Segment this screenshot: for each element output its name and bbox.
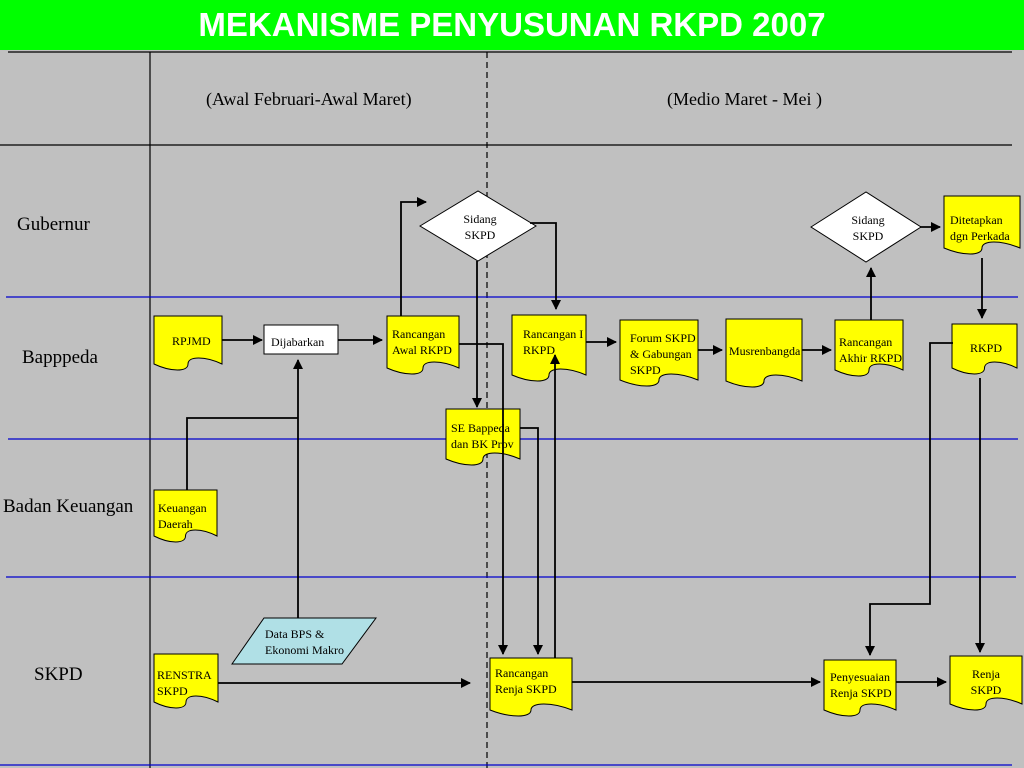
rancangan-awal-rkpd-document-label: Awal RKPD (392, 343, 452, 357)
sidang-skpd-decision-1-label: Sidang (463, 212, 497, 226)
forum-skpd-document-label: SKPD (630, 363, 661, 377)
lane-label-skpd: SKPD (34, 664, 83, 685)
rancangan-i-rkpd-document-label: RKPD (523, 343, 556, 357)
penyesuaian-renja-document-label: Renja SKPD (830, 686, 892, 700)
renja-skpd-document-label: SKPD (970, 683, 1002, 697)
se-bappeda-document-label: SE Bappeda (451, 421, 510, 435)
rancangan-awal-to-sidang-connector (400, 197, 427, 316)
rancangan-awal-rkpd-document (386, 315, 460, 375)
rancangan-renja-document (489, 657, 573, 717)
rancangan-i-rkpd-document-label: Rancangan I (523, 327, 584, 341)
rancangan-akhir-rkpd-document-label: Akhir RKPD (839, 351, 903, 365)
period-label-late: (Medio Maret - Mei ) (667, 89, 822, 109)
renja-skpd-document (949, 655, 1023, 711)
lane-label-gubernur: Gubernur (17, 214, 90, 235)
rancangan-awal-rkpd-document-label: Rancangan (392, 327, 446, 341)
rancangan-i-rkpd-document (511, 314, 587, 382)
rancangan-akhir-rkpd-document-label: Rancangan (839, 335, 893, 349)
data-bps-input (231, 617, 377, 665)
keuangan-daerah-document (153, 489, 218, 543)
rancangan-akhir-rkpd-document (834, 319, 904, 377)
renstra-skpd-document (153, 653, 219, 709)
sidang-skpd-decision-2-label: SKPD (852, 229, 884, 243)
rancangan-awal-to-renja-connector (459, 343, 508, 655)
renstra-skpd-document-label: SKPD (157, 684, 188, 698)
penyesuaian-renja-document (823, 659, 897, 717)
rancangan-renja-document-label: Rancangan (495, 666, 549, 680)
musrenbangda-document (725, 318, 803, 388)
sidang-to-rancangan-i-connector (530, 222, 561, 310)
data-bps-input-label: Data BPS & (265, 627, 325, 641)
rkpd-document (951, 323, 1018, 375)
se-bappeda-to-renja-connector (520, 427, 543, 655)
renja-skpd-document-label: Renja (972, 667, 1000, 681)
rkpd-document-label: RKPD (970, 341, 1003, 355)
ditetapkan-document-label: dgn Perkada (950, 229, 1010, 243)
keuangan-to-dijabarkan-line-connector (186, 417, 298, 490)
dijabarkan-box-label: Dijabarkan (271, 335, 325, 349)
ditetapkan-document (943, 195, 1021, 255)
rkpd-to-penyesuaian-connector (865, 342, 953, 656)
lane-label-bappeda: Bapppeda (22, 347, 98, 368)
se-bappeda-document-label: dan BK Prov (451, 437, 514, 451)
renstra-skpd-document-label: RENSTRA (157, 668, 212, 682)
sidang-skpd-decision-1 (419, 190, 537, 262)
lane-label-keuangan: Badan Keuangan (3, 496, 134, 517)
keuangan-daerah-document-label: Keuangan (158, 501, 207, 515)
forum-skpd-document (619, 319, 699, 387)
rpjmd-document (153, 315, 223, 371)
keuangan-daerah-document-label: Daerah (158, 517, 193, 531)
rpjmd-document-label: RPJMD (172, 334, 211, 348)
ditetapkan-document-label: Ditetapkan (950, 213, 1003, 227)
sidang-skpd-decision-2-label: Sidang (851, 213, 885, 227)
penyesuaian-renja-document-label: Penyesuaian (830, 670, 890, 684)
musrenbangda-document-label: Musrenbangda (729, 344, 801, 358)
dijabarkan-box (263, 324, 339, 355)
forum-skpd-document-label: & Gabungan (630, 347, 692, 361)
period-label-early: (Awal Februari-Awal Maret) (206, 89, 412, 109)
page-title: MEKANISME PENYUSUNAN RKPD 2007 (0, 0, 1024, 50)
forum-skpd-document-label: Forum SKPD (630, 331, 696, 345)
sidang-skpd-decision-1-label: SKPD (464, 228, 496, 242)
data-bps-input-label: Ekonomi Makro (265, 643, 344, 657)
se-bappeda-document (445, 408, 521, 466)
rancangan-renja-document-label: Renja SKPD (495, 682, 557, 696)
